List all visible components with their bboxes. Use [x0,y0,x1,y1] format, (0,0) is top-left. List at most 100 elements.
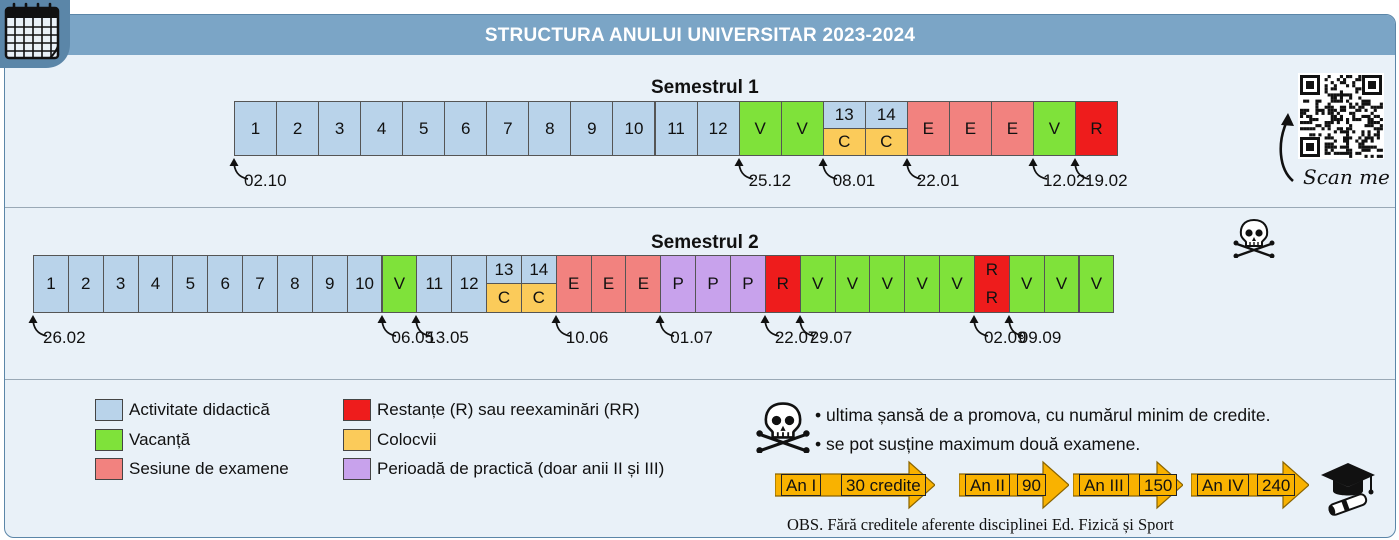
week-cell-retake: R [1075,101,1119,156]
week-cell-didactic: 7 [486,101,530,156]
colloquium-label: C [865,128,907,155]
semester2-title: Semestrul 2 [651,232,759,253]
header-bar: STRUCTURA ANULUI UNIVERSITAR 2023-2024 [5,15,1395,55]
week-cell-didactic: 4 [137,255,174,313]
colloquium-label: C [521,284,556,312]
week-cell-vacation: V [738,101,782,156]
date-label: 19.02 [1085,171,1128,190]
legend-label: Vacanță [129,430,191,449]
credits-value: 150 [1139,474,1178,496]
week-cell-vacation: V [799,255,836,313]
week-number: 13 [487,256,521,284]
legend-swatch-retake [343,399,371,421]
week-cell-vacation: V [869,255,906,313]
week-cell-didactic: 4 [360,101,404,156]
legend-swatch-colloquium [343,429,371,451]
date-arrow-icon [795,315,814,337]
week-cell-didactic: 7 [242,255,278,313]
week-cell-didactic: 9 [311,255,348,313]
week-cell-vacation: V [1032,101,1076,156]
year-label: An I [781,474,822,496]
qr-code-icon [1298,73,1384,159]
credits-value: 240 [1257,474,1296,496]
note-last-chance: • ultima șansă de a promova, cu numărul … [815,405,1271,425]
date-label: 08.01 [832,171,876,190]
credit-arrow: An IV 240 [1191,460,1309,510]
week-cell-didactic: 10 [346,255,383,313]
week-cell-vacation: V [1078,255,1115,313]
week-cell-vacation: V [834,255,871,313]
calendar-panel: STRUCTURA ANULUI UNIVERSITAR 2023-2024 S… [4,14,1396,538]
date-label: 10.06 [565,328,609,347]
date-arrow-icon [411,315,431,337]
year-label: An II [965,474,1010,496]
week-cell-exam: E [906,101,950,156]
calendar-icon [0,0,70,68]
week-cell-retake: R [764,255,801,313]
year-label: An IV [1197,474,1249,496]
date-label: 12.02 [1042,171,1086,190]
week-number: 14 [865,102,907,129]
date-arrow-icon [1070,158,1090,180]
date-label: 09.09 [1018,328,1062,347]
week-cell-didactic: 12 [451,255,488,313]
week-cell-didactic: 10 [612,101,656,156]
date-arrow-icon [734,158,753,180]
week-cell-exam: E [625,255,662,313]
date-label: 02.10 [244,171,287,190]
week-cell-didactic: 6 [444,101,488,156]
reexam-label: R [985,260,998,279]
divider [5,207,1395,208]
week-cell-didactic: 3 [318,101,362,156]
week-cell-vacation: V [904,255,941,313]
date-label: 25.12 [748,171,792,190]
skull-crossbones-icon [756,402,810,453]
legend-swatch-didactic [95,399,123,421]
week-cell-didactic: 1 [234,101,278,156]
week-cell-vacation: V [939,255,975,313]
week-cell-vacation: V [381,255,418,313]
week-cell-didactic: 5 [172,255,209,313]
week-cell-didactic: 2 [276,101,320,156]
date-label: 22.01 [916,171,960,190]
page-title: STRUCTURA ANULUI UNIVERSITAR 2023-2024 [484,25,916,46]
curved-arrow-icon [1279,113,1294,182]
legend-label: Activitate didactică [129,400,270,419]
week-cell-didactic: 1 [33,255,69,313]
date-arrow-icon [655,315,675,337]
date-arrow-icon [1028,158,1048,180]
legend-label: Sesiune de examene [129,459,289,478]
week-cell-didactic: 11 [416,255,453,313]
week-cell-didactic: 8 [528,101,572,156]
week-cell-didactic: 5 [402,101,446,156]
credits-value: 30 credite [841,474,926,496]
week-cell-practice: P [660,255,697,313]
date-arrow-icon [377,315,396,337]
week-cell-didactic: 3 [102,255,139,313]
week-cell-vacation: V [780,101,824,156]
credit-arrow: An II 90 [959,460,1069,510]
colloquium-label: C [487,284,521,312]
date-label: 13.05 [426,328,469,347]
week-cell-didactic: 8 [276,255,313,313]
date-arrow-icon [28,315,48,337]
week-cell-exam: E [990,101,1034,156]
date-arrow-icon [818,158,837,180]
colloquium-label: C [823,128,865,155]
week-cell-exam: E [590,255,627,313]
divider [5,379,1395,380]
week-cell-practice: P [730,255,766,313]
legend-label: Colocvii [377,430,437,449]
credits-value: 90 [1017,474,1046,496]
date-arrow-icon [1004,315,1024,337]
date-arrow-icon [760,315,780,337]
qr-caption: Scan me [1303,165,1390,189]
week-cell-didactic: 9 [570,101,614,156]
legend-label: Perioadă de practică (doar anii II și II… [377,459,665,478]
